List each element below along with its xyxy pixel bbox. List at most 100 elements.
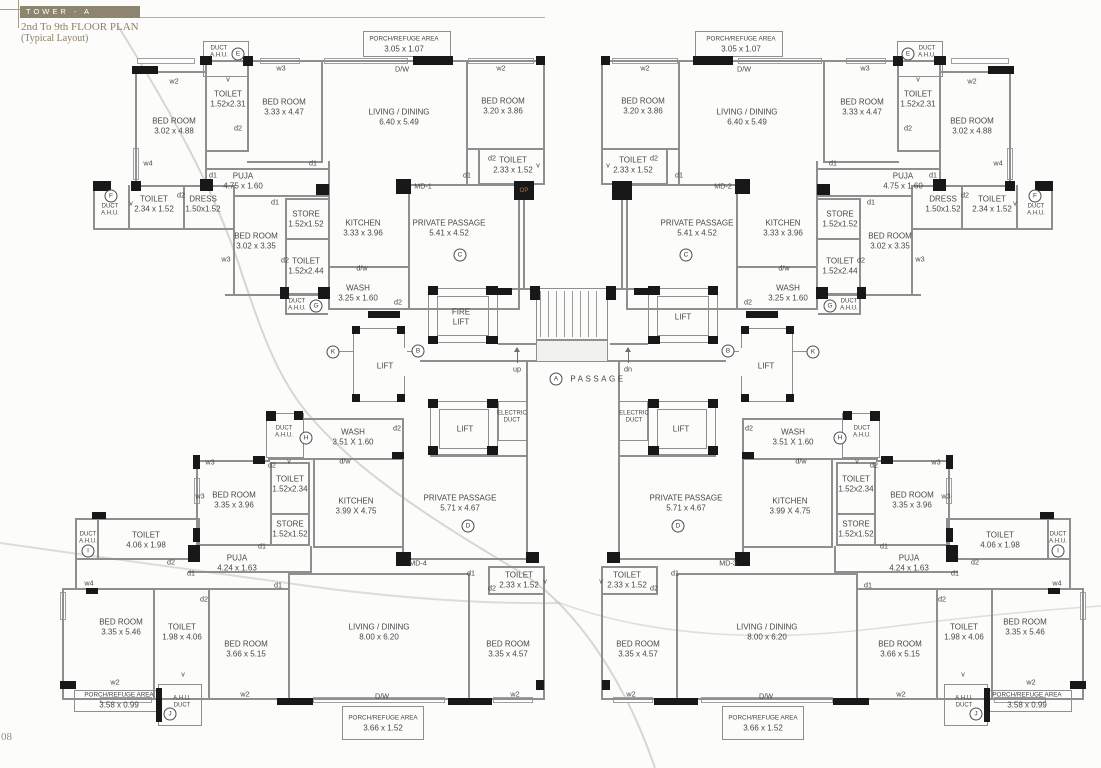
opening-label-v: v [855,456,859,466]
opening-label-d2: d2 [961,190,969,200]
stair-direction-arrowhead [625,347,631,352]
room-name: BED ROOM [890,490,934,500]
room-name: TOILET [826,256,854,266]
wall-segment [270,544,308,546]
wall-fill [933,179,946,191]
opening-label-w4: w4 [143,158,153,168]
wall-fill [397,326,405,334]
opening-label-md-4: MD-4 [409,558,427,568]
window-marker [493,697,533,703]
room-name: TOILET [214,89,242,99]
wall-segment [205,168,330,170]
wall-segment [911,228,1053,230]
wall-segment [310,546,312,573]
wall-fill [532,286,540,300]
room-name: TOILET [978,194,1006,204]
wall-segment [859,198,861,315]
wall-fill [266,411,276,421]
wall-segment [834,546,836,573]
room-name: A.H.U. DUCT [955,695,973,709]
window-marker [137,58,195,64]
wall-fill [742,452,754,459]
wall-fill [243,56,253,66]
room-name: TOILET [904,89,932,99]
wall-fill [428,336,438,344]
wall-segment [618,360,620,560]
room-outline [695,31,783,57]
room-label-duct-a-h-u: DUCT A.H.U. [207,46,231,59]
room-name: DRESS [929,194,957,204]
room-name: LIVING / DINING [736,622,798,632]
opening-label-w3: w3 [276,63,286,73]
wall-segment [1069,518,1071,560]
wall-segment [408,184,410,310]
room-dimensions: 4.06 x 1.98 [980,540,1020,549]
grid-marker-k: K [806,345,820,359]
wall-fill [60,681,76,689]
wall-segment [939,71,1011,73]
opening-label-d2: d2 [745,423,753,433]
opening-label-d2: d2 [177,190,185,200]
room-name: LIVING / DINING [716,107,778,117]
opening-label-d1: d1 [829,158,837,168]
wall-segment [1069,558,1071,588]
room-dimensions: 1.52x2.34 [838,484,874,493]
room-label-duct-a-h-u: DUCT A.H.U. [915,46,939,59]
wall-segment [233,195,330,197]
wall-fill [741,326,749,334]
wall-segment [1047,518,1049,560]
wall-segment [208,588,210,698]
room-dimensions: 5.41 x 4.52 [677,228,717,237]
wall-segment [196,460,198,546]
wall-fill [946,455,953,469]
room-name: BED ROOM [234,231,278,241]
opening-label-d-w: d/w [778,263,790,273]
stair-direction-arrow [517,351,518,363]
room-name: PUJA [898,553,920,563]
wall-fill [536,56,545,65]
window-marker [701,697,833,703]
wall-segment [836,571,958,573]
room-name: KITCHEN [345,218,381,228]
grid-marker-e: E [901,47,915,61]
wall-segment [405,351,413,352]
room-dimensions: 3.66 x 1.52 [363,723,403,732]
opening-label-w3: w3 [915,254,925,264]
room-dimensions: 3.33 x 4.47 [842,107,882,116]
opening-label-w2: w2 [626,689,636,699]
opening-label-d2: d2 [938,594,946,604]
room-outline [437,296,489,336]
room-dimensions: 3.51 X 1.60 [332,437,374,446]
wall-fill [786,394,794,402]
room-name: DUCT A.H.U. [101,203,119,217]
room-label-passage: PASSAGE [570,374,625,384]
wall-segment [876,460,950,462]
wall-segment [328,161,330,310]
room-name: LIFT [757,361,775,371]
opening-label-d2: d2 [234,123,242,133]
room-dimensions: 1.52x2.44 [288,266,324,275]
room-dimensions: 2.33 x 1.52 [613,165,653,174]
room-dimensions: 3.58 x 0.99 [99,700,139,709]
wall-fill [1048,588,1060,594]
room-name: TOILET [140,194,168,204]
room-outline [430,401,498,455]
wall-segment [270,513,308,515]
wall-segment [856,588,1084,590]
grid-marker-h: H [833,431,847,445]
wall-fill [368,311,400,318]
room-name: LIFT [674,312,692,322]
wall-fill [490,288,512,295]
